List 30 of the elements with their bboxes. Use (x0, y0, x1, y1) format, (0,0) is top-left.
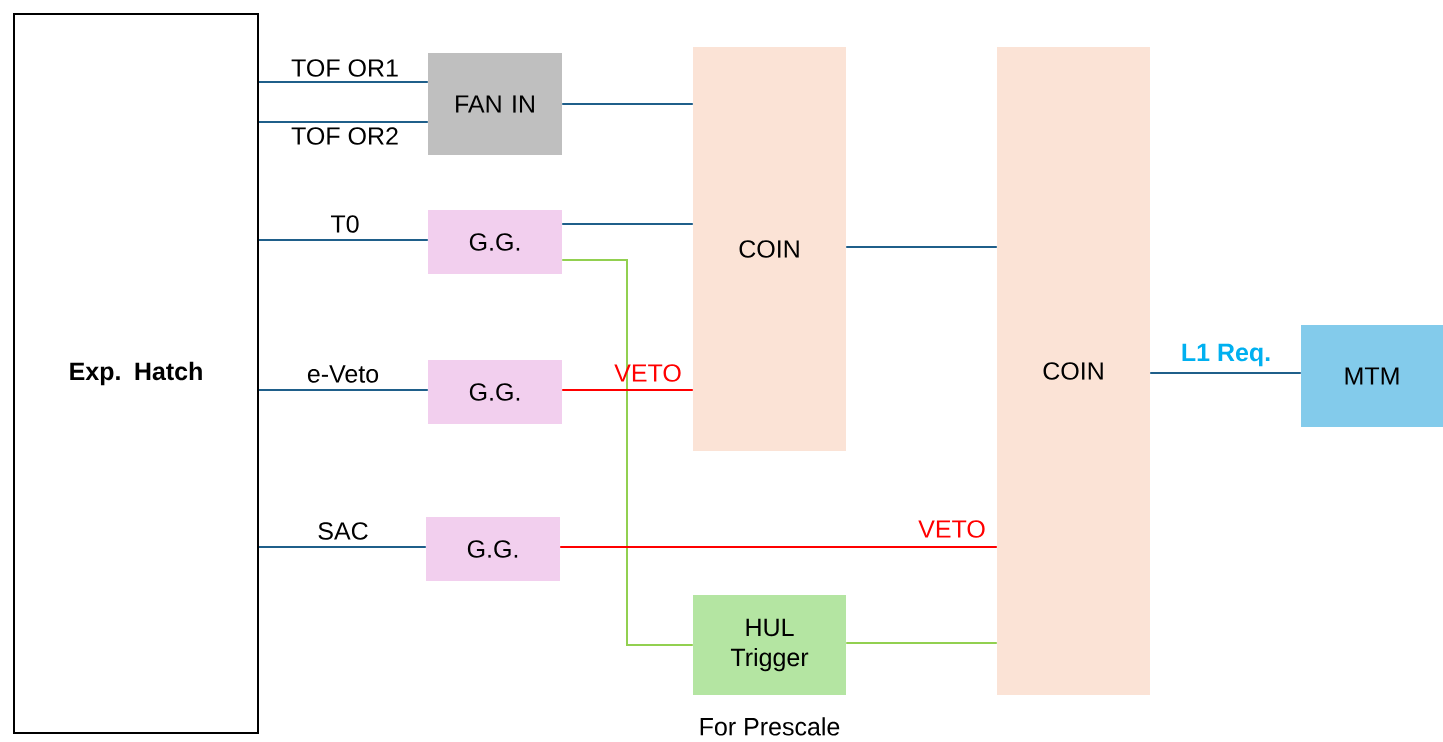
mtm-box: MTM (1301, 325, 1443, 427)
connector-line (561, 223, 694, 225)
connector-line (258, 389, 429, 391)
connector-line (258, 81, 429, 83)
edge-label: SAC (318, 522, 368, 540)
connector-line (561, 103, 694, 105)
caption-text: For Prescale (700, 717, 840, 736)
connector-line (845, 246, 998, 248)
edge-label: T0 (331, 215, 359, 233)
connector-line (258, 546, 427, 548)
edge-label: TOF OR1 (291, 59, 398, 77)
hatch-box: Exp. Hatch (13, 13, 259, 734)
gate-generator-box: G.G. (428, 360, 562, 424)
edge-label: e-Veto (307, 365, 379, 383)
connector-line (845, 642, 998, 644)
connector-line (561, 389, 694, 391)
edge-label: VETO (918, 520, 985, 538)
gate-generator-box: G.G. (426, 517, 560, 581)
coincidence-box: COIN (693, 47, 846, 451)
connector-line (1149, 372, 1302, 374)
edge-label: TOF OR2 (291, 127, 398, 145)
connector-line (559, 546, 998, 548)
coincidence-box: COIN (997, 47, 1150, 695)
connector-line (561, 259, 694, 646)
edge-label: L1 Req. (1182, 343, 1270, 367)
trigger-box: HUL Trigger (693, 595, 846, 695)
connector-line (258, 121, 429, 123)
gate-generator-box: G.G. (428, 210, 562, 274)
connector-line (258, 239, 429, 241)
fan-in-box: FAN IN (428, 53, 562, 155)
